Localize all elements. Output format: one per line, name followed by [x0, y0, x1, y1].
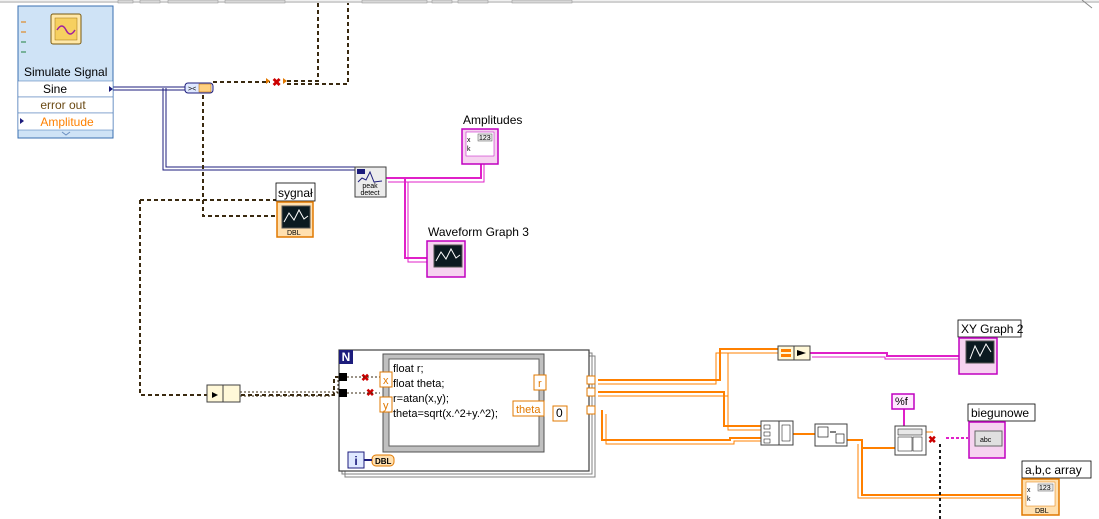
svg-text:k: k — [1027, 496, 1031, 503]
amplitudes-indicator[interactable]: Amplitudes 123 xk — [461, 113, 522, 165]
waveform-graph-indicator[interactable]: Waveform Graph 3 — [426, 225, 529, 278]
formula-node[interactable]: float r; float theta; r=atan(x,y); theta… — [379, 353, 547, 453]
error-wire[interactable] — [139, 3, 349, 396]
convert-dynamic-data[interactable]: >< — [184, 82, 214, 94]
svg-text:✖: ✖ — [366, 388, 374, 399]
zero-constant[interactable]: 0 — [556, 406, 563, 420]
svg-text:x: x — [383, 375, 389, 387]
toolbar-strip — [0, 0, 1099, 4]
biegunowe-indicator[interactable]: biegunowe abc — [967, 403, 1036, 459]
format-string-constant[interactable]: %f — [895, 396, 909, 408]
sygnal-label: sygnał — [278, 186, 313, 200]
svg-text:theta: theta — [516, 404, 541, 416]
array-to-spreadsheet-node[interactable]: %f — [891, 393, 927, 456]
svg-text:peak: peak — [362, 183, 378, 190]
svg-text:><: >< — [188, 86, 196, 93]
amplitudes-label: Amplitudes — [463, 113, 522, 127]
formula-line-1[interactable]: float r; — [393, 363, 424, 375]
xy-graph-label: XY Graph 2 — [961, 322, 1024, 336]
svg-text:DBL: DBL — [375, 457, 392, 466]
svg-text:y: y — [383, 400, 389, 412]
svg-text:detect: detect — [360, 190, 379, 197]
split-signal-node[interactable] — [206, 384, 241, 403]
vi-name: Simulate Signal — [24, 65, 107, 79]
dynamic-data-wires[interactable] — [240, 377, 342, 397]
svg-text:x: x — [1027, 487, 1031, 494]
sine-icon — [56, 25, 76, 35]
chevron-down-icon[interactable] — [61, 131, 71, 136]
svg-text:123: 123 — [1039, 485, 1051, 492]
svg-text:k: k — [467, 146, 471, 153]
formula-line-3[interactable]: r=atan(x,y); — [393, 393, 449, 405]
terminal-error-out[interactable]: error out — [40, 98, 86, 112]
broken-wire-icon: ✖ — [266, 77, 287, 89]
peak-detect-node[interactable]: peak detect — [354, 166, 387, 198]
biegunowe-label: biegunowe — [971, 406, 1029, 420]
terminal-sine[interactable]: Sine — [43, 82, 67, 96]
svg-text:i: i — [354, 454, 357, 468]
sygnal-indicator[interactable]: sygnał DBL — [275, 182, 316, 238]
peak-cluster-wires[interactable] — [386, 160, 960, 357]
svg-text:abc: abc — [980, 437, 992, 444]
xy-graph-indicator[interactable]: XY Graph 2 — [957, 319, 1024, 375]
bundle-node[interactable] — [777, 345, 811, 361]
terminal-amplitude[interactable]: Amplitude — [40, 115, 94, 129]
svg-text:DBL: DBL — [1035, 508, 1049, 515]
formula-line-4[interactable]: theta=sqrt(x.^2+y.^2); — [393, 408, 498, 420]
simulate-signal-vi[interactable]: Simulate Signal Sine error out Amplitude — [17, 5, 114, 139]
broken-wire-icon: ✖ — [928, 435, 936, 446]
transpose-array-node[interactable] — [814, 423, 848, 447]
abc-array-label: a,b,c array — [1025, 463, 1082, 477]
waveform-wire[interactable] — [113, 86, 356, 171]
formula-line-2[interactable]: float theta; — [393, 378, 444, 390]
svg-text:r: r — [538, 378, 542, 390]
abc-array-indicator[interactable]: a,b,c array 123 xk DBL — [1021, 460, 1092, 516]
svg-text:✖: ✖ — [361, 373, 369, 384]
svg-text:✖: ✖ — [272, 77, 281, 89]
build-array-node[interactable] — [760, 420, 794, 446]
svg-text:x: x — [467, 137, 471, 144]
svg-text:123: 123 — [479, 135, 491, 142]
count-terminal[interactable] — [339, 350, 353, 364]
svg-text:N: N — [342, 350, 351, 364]
waveform-graph-label: Waveform Graph 3 — [428, 225, 529, 239]
svg-text:DBL: DBL — [287, 230, 301, 237]
